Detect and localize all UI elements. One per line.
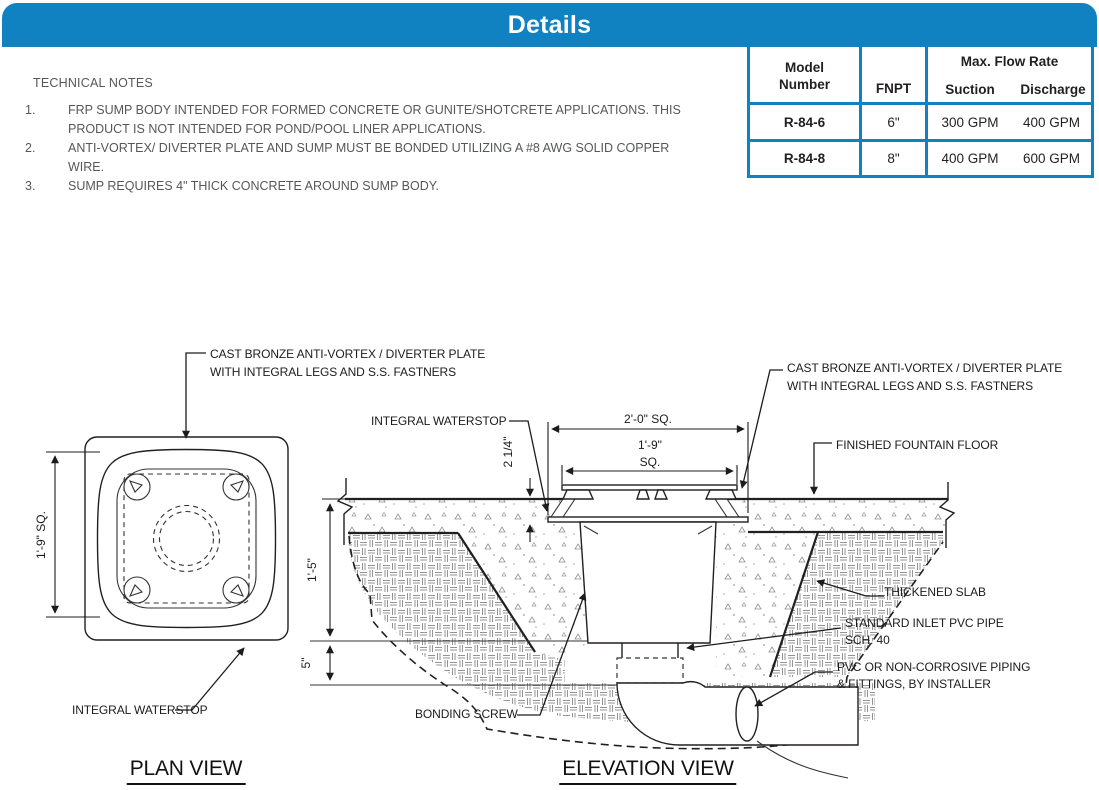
waterstop-flange	[547, 516, 749, 523]
thickened-slab-leader	[816, 579, 884, 597]
elev-waterstop-label: INTEGRAL WATERSTOP	[371, 414, 507, 428]
thickened-slab-fill-right	[770, 532, 943, 677]
dim-outer-label: 2'-0" SQ.	[624, 412, 672, 426]
table-cell-suction: 400 GPM	[928, 142, 1012, 178]
plate-leader	[739, 369, 783, 489]
concrete-fill-right	[716, 499, 948, 677]
title-bar: Details	[2, 3, 1097, 47]
note-number: 2.	[25, 141, 36, 155]
inlet-connection	[616, 657, 684, 684]
note-number: 1.	[25, 103, 36, 117]
dim-inner-label: 1'-9" SQ.	[638, 438, 662, 469]
sump-body	[579, 521, 717, 644]
dim-outer-square	[547, 422, 749, 515]
table-cell-fnpt: 6"	[862, 105, 928, 142]
waterstop-leader	[509, 420, 550, 512]
elev-plate-label: CAST BRONZE ANTI-VORTEX / DIVERTER PLATE…	[787, 361, 1063, 393]
thickened-slab-fill-left	[348, 533, 875, 728]
note-text: FRP SUMP BODY INTENDED FOR FORMED CONCRE…	[68, 103, 681, 136]
table-cell-discharge: 600 GPM	[1012, 142, 1094, 178]
inlet-leader	[686, 627, 842, 652]
plan-corner-legs	[123, 473, 250, 604]
table-cell-fnpt: 8"	[862, 142, 928, 178]
plan-waterstop-leader	[175, 647, 245, 711]
note-number: 3.	[25, 179, 36, 193]
plan-plate-leader	[182, 352, 206, 439]
dim-inner-square	[561, 465, 738, 484]
dim-sump-depth	[322, 498, 347, 637]
piping-label: PVC OR NON-CORROSIVE PIPING & FITTINGS, …	[837, 660, 1031, 691]
dim-embed-label: 2 1/4"	[501, 436, 515, 468]
elevation-view-title: ELEVATION VIEW	[559, 757, 737, 785]
plan-waterstop-label: INTEGRAL WATERSTOP	[72, 703, 208, 717]
anti-vortex-plate	[561, 484, 738, 491]
dim-depth-label: 1'-5"	[305, 558, 319, 582]
inlet-label: STANDARD INLET PVC PIPE SCH. 40	[845, 616, 1004, 647]
col-header-discharge: Discharge	[1020, 82, 1086, 97]
plan-dim-label: 1'-9" SQ.	[34, 511, 48, 559]
col-header-fnpt: FNPT	[875, 81, 912, 96]
table-cell-model: R-84-6	[747, 105, 862, 142]
bonding-screw-label: BONDING SCREW	[415, 707, 518, 721]
table-cell-suction: 300 GPM	[928, 105, 1012, 142]
table-cell-model: R-84-8	[747, 142, 862, 178]
technical-notes-heading: TECHNICAL NOTES	[33, 76, 153, 90]
pipe-bell-end	[735, 686, 759, 742]
note-item: 1. FRP SUMP BODY INTENDED FOR FORMED CON…	[25, 101, 705, 139]
table-cell-discharge: 400 GPM	[1012, 105, 1094, 142]
page-title: Details	[507, 10, 592, 39]
note-text: ANTI-VORTEX/ DIVERTER PLATE AND SUMP MUS…	[68, 141, 670, 174]
technical-notes-list: 1. FRP SUMP BODY INTENDED FOR FORMED CON…	[25, 101, 705, 196]
col-header-flow: Max. Flow Rate	[960, 54, 1059, 69]
bonding-screw-leader	[517, 592, 587, 716]
elevation-view-drawing	[310, 369, 956, 779]
plan-view-title: PLAN VIEW	[126, 757, 246, 785]
spec-table: Model Number FNPT Max. Flow Rate Suction…	[747, 47, 1097, 178]
plan-dimension	[46, 451, 100, 618]
col-header-model: Model Number	[778, 59, 830, 92]
concrete-fill-left	[345, 499, 588, 660]
dim-slab-label: 5"	[299, 657, 313, 669]
note-item: 3. SUMP REQUIRES 4" THICK CONCRETE AROUN…	[25, 177, 705, 196]
col-header-suction: Suction	[945, 82, 995, 97]
thickened-slab-label: THICKENED SLAB	[884, 585, 986, 599]
floor-label: FINISHED FOUNTAIN FLOOR	[836, 438, 999, 452]
piping-leader	[754, 671, 833, 707]
plan-view-drawing	[46, 352, 289, 711]
plan-plate-label: CAST BRONZE ANTI-VORTEX / DIVERTER PLATE…	[210, 347, 486, 379]
note-text: SUMP REQUIRES 4" THICK CONCRETE AROUND S…	[68, 179, 439, 193]
technical-drawing	[46, 352, 956, 779]
floor-leader	[810, 442, 832, 495]
note-item: 2. ANTI-VORTEX/ DIVERTER PLATE AND SUMP …	[25, 139, 705, 177]
